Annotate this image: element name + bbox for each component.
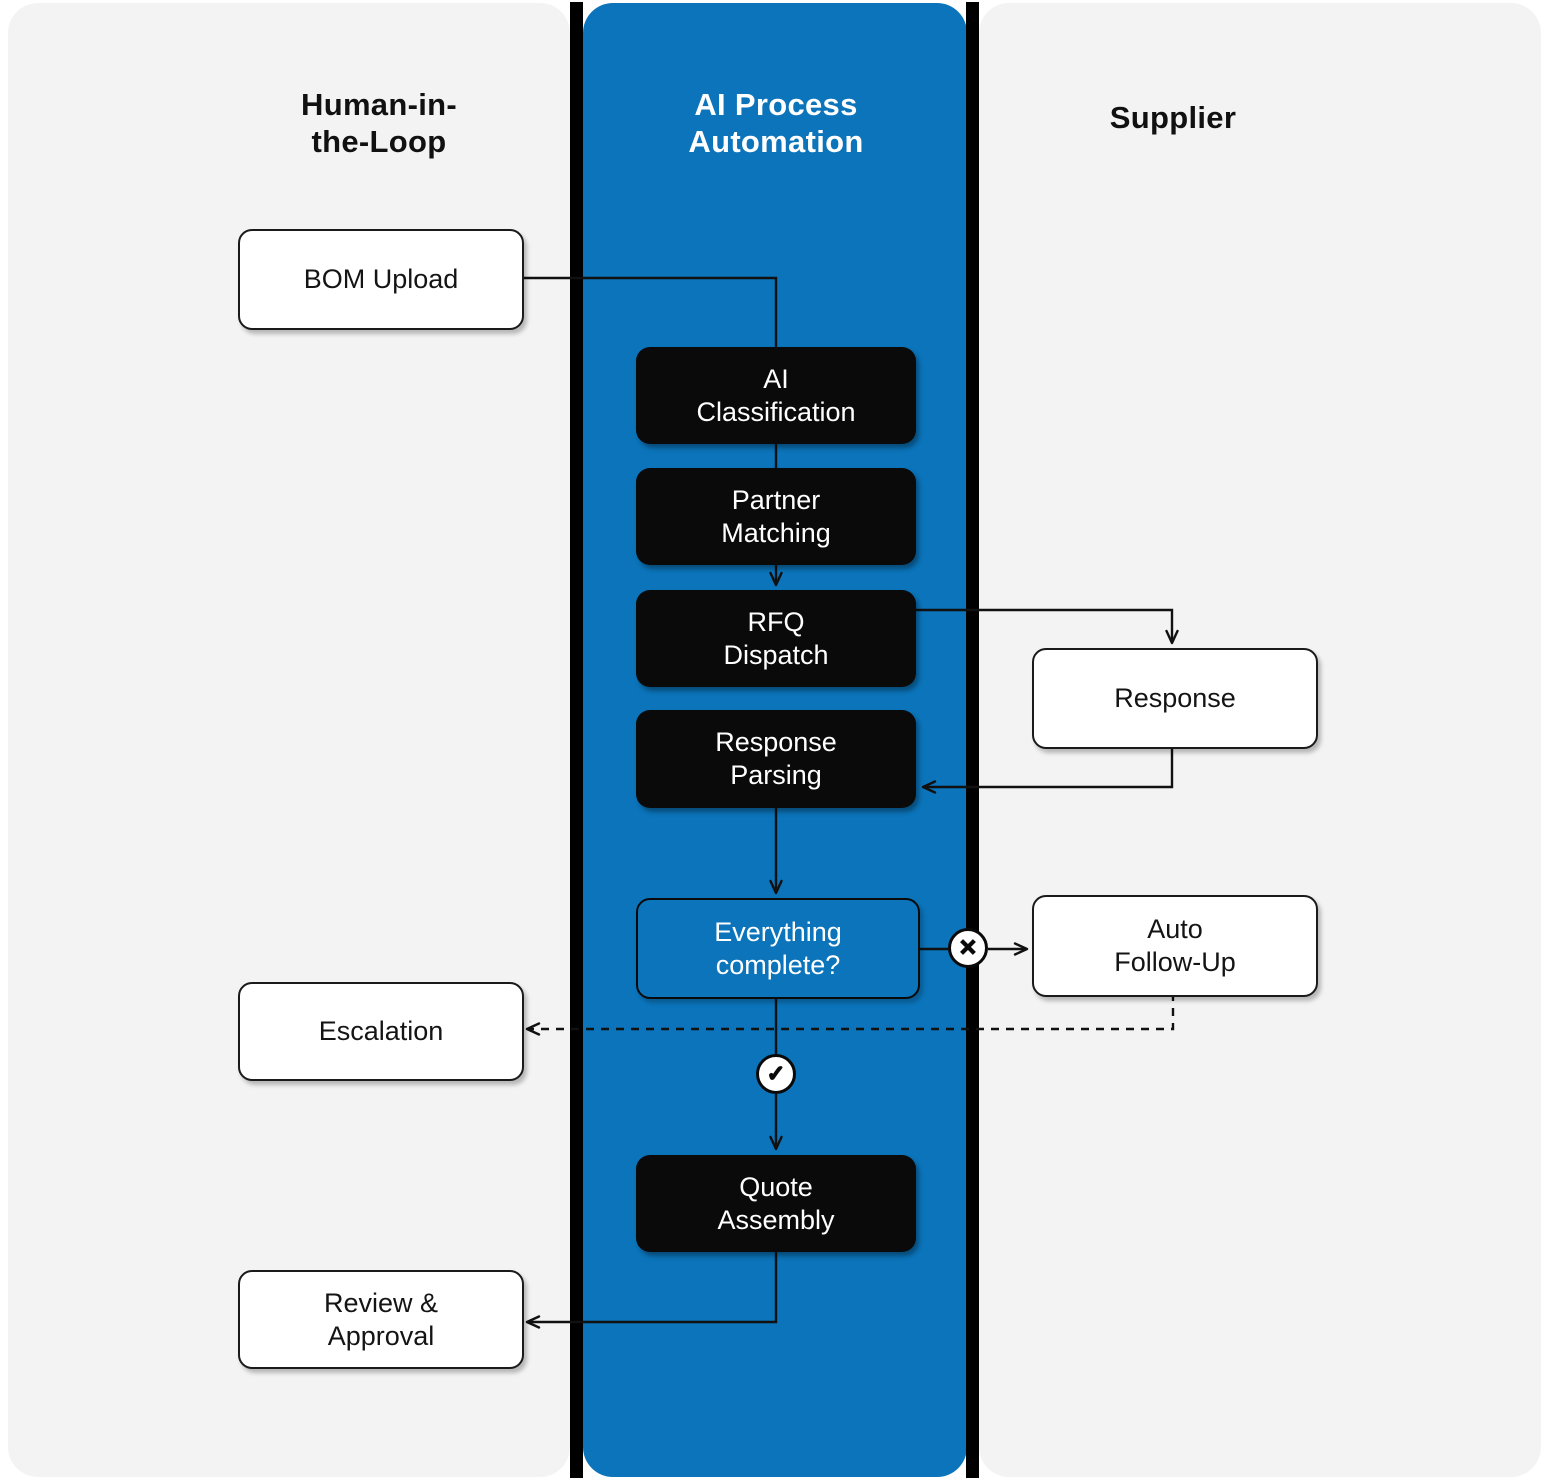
- node-label: Assembly: [717, 1204, 835, 1235]
- lane-divider-right: [966, 2, 979, 1478]
- x-circle-icon: ✕: [948, 928, 988, 968]
- lane-title-line: Automation: [688, 124, 864, 159]
- node-label: Response: [715, 727, 837, 757]
- node-label: Escalation: [318, 1016, 444, 1046]
- node-label: Everything: [714, 916, 842, 947]
- node-label: AI: [763, 363, 789, 394]
- check-glyph: ✓: [766, 1060, 786, 1086]
- node-label: Matching: [721, 517, 831, 548]
- node-review-approval: Review & Approval: [238, 1270, 524, 1369]
- node-label: complete?: [715, 949, 841, 980]
- node-label: Review &: [323, 1287, 439, 1318]
- lane-human-in-the-loop: [8, 3, 570, 1477]
- node-label: Quote: [739, 1171, 813, 1202]
- node-label: Follow-Up: [1114, 947, 1236, 977]
- node-partner-matching: Partner Matching: [636, 468, 916, 565]
- node-label: Approval: [327, 1320, 435, 1351]
- lane-title-line: AI Process: [694, 87, 858, 122]
- node-auto-follow-up: Auto Follow-Up: [1032, 895, 1318, 997]
- node-escalation: Escalation: [238, 982, 524, 1081]
- node-label: Parsing: [730, 760, 822, 790]
- node-label: Response: [1114, 683, 1236, 713]
- lane-title-line: Human-in-: [301, 87, 457, 122]
- lane-title-supplier: Supplier: [1032, 99, 1314, 136]
- lane-title-line: the-Loop: [311, 124, 447, 159]
- lane-title-ai-process-automation: AI Process Automation: [626, 86, 926, 160]
- x-glyph: ✕: [958, 934, 978, 960]
- node-response-parsing: Response Parsing: [636, 710, 916, 808]
- node-label: Auto: [1147, 914, 1203, 944]
- node-label: BOM Upload: [303, 264, 459, 294]
- node-response: Response: [1032, 648, 1318, 749]
- node-everything-complete-decision: Everything complete?: [636, 898, 920, 999]
- node-label: Partner: [731, 484, 821, 515]
- check-circle-icon: ✓: [756, 1054, 796, 1094]
- node-label: Classification: [696, 396, 856, 427]
- node-bom-upload: BOM Upload: [238, 229, 524, 330]
- node-ai-classification: AI Classification: [636, 347, 916, 444]
- lane-title-human-in-the-loop: Human-in- the-Loop: [238, 86, 520, 160]
- node-quote-assembly: Quote Assembly: [636, 1155, 916, 1252]
- node-label: Dispatch: [723, 639, 829, 670]
- node-label: RFQ: [747, 606, 805, 637]
- node-rfq-dispatch: RFQ Dispatch: [636, 590, 916, 687]
- lane-divider-left: [570, 2, 583, 1478]
- lane-title-line: Supplier: [1109, 100, 1237, 135]
